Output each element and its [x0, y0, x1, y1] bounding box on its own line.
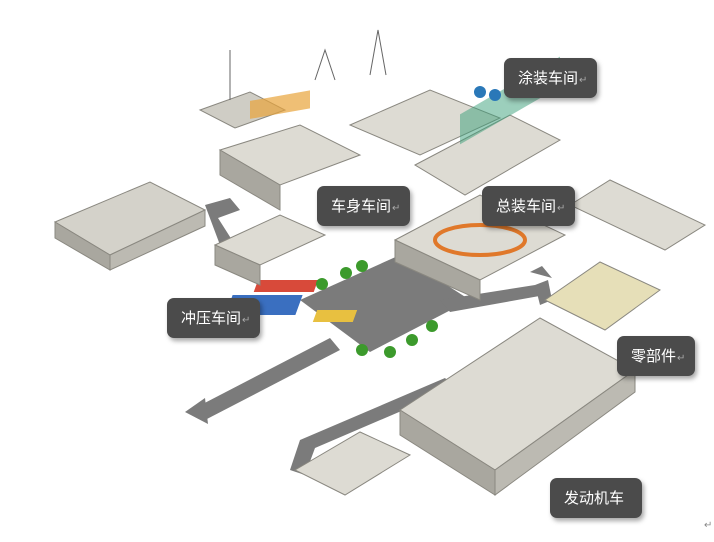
- return-mark: ↵: [392, 203, 401, 214]
- label-text: 车身车间: [331, 197, 392, 215]
- paragraph-mark: ↵: [704, 520, 713, 531]
- return-mark: ↵: [242, 315, 251, 326]
- label-text: 涂装车间: [518, 69, 579, 87]
- label-parts: 零部件↵: [617, 336, 696, 376]
- return-mark: ↵: [557, 203, 566, 214]
- small-building: [293, 431, 412, 496]
- label-text: 零部件: [631, 347, 677, 365]
- label-stamping-shop: 冲压车间↵: [167, 298, 261, 338]
- parts-building: [544, 261, 661, 331]
- label-engine-shop: 发动机车: [550, 478, 643, 518]
- road-main: [195, 338, 340, 420]
- power-pylons: [229, 29, 387, 100]
- label-text: 发动机车: [564, 489, 625, 507]
- label-assembly-shop: 总装车间↵: [482, 186, 576, 226]
- parking-lot: [300, 255, 470, 352]
- road-upper: [205, 198, 240, 245]
- return-mark: ↵: [677, 353, 686, 364]
- road-arrow: [185, 398, 208, 424]
- warehouse-building: [568, 179, 707, 251]
- label-body-shop: 车身车间↵: [317, 186, 411, 226]
- return-mark: ↵: [579, 75, 588, 86]
- trees: [316, 260, 438, 358]
- label-painting-shop: 涂装车间↵: [504, 58, 598, 98]
- label-text: 冲压车间: [181, 309, 242, 327]
- label-text: 总装车间: [496, 197, 557, 215]
